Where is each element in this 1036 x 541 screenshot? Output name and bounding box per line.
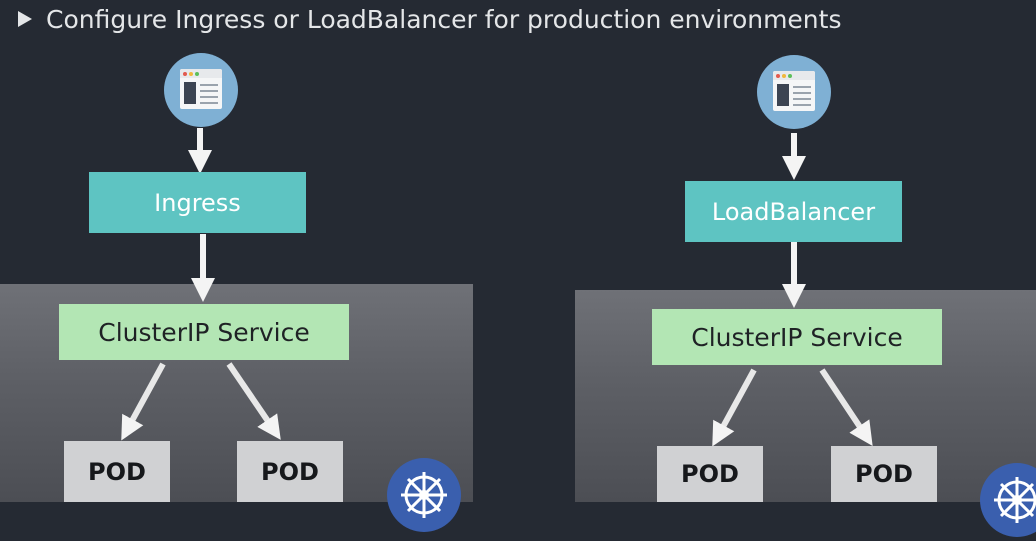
- ingress-box: Ingress: [89, 172, 306, 233]
- slide-heading: Configure Ingress or LoadBalancer for pr…: [18, 2, 841, 36]
- kubernetes-logo-icon: [980, 463, 1036, 537]
- arrow-service-to-pod-right-1: [712, 368, 757, 447]
- browser-icon: [164, 53, 238, 127]
- play-triangle-icon: [18, 11, 32, 27]
- right-clusterip-service-box: ClusterIP Service: [652, 309, 942, 365]
- browser-icon: [757, 55, 831, 129]
- slide-title: Configure Ingress or LoadBalancer for pr…: [46, 4, 842, 34]
- loadbalancer-box: LoadBalancer: [685, 181, 902, 242]
- kubernetes-logo-icon: [387, 458, 461, 532]
- right-pod-1: POD: [657, 446, 763, 502]
- left-pod-1: POD: [64, 441, 170, 502]
- right-pod-2: POD: [831, 446, 937, 502]
- left-pod-2: POD: [237, 441, 343, 502]
- left-clusterip-service-box: ClusterIP Service: [59, 304, 349, 360]
- arrow-service-to-pod-right-2: [819, 368, 873, 446]
- arrow-service-to-pod-left-2: [226, 362, 281, 440]
- connector-arrows: [121, 128, 873, 447]
- arrow-service-to-pod-left-1: [121, 362, 166, 441]
